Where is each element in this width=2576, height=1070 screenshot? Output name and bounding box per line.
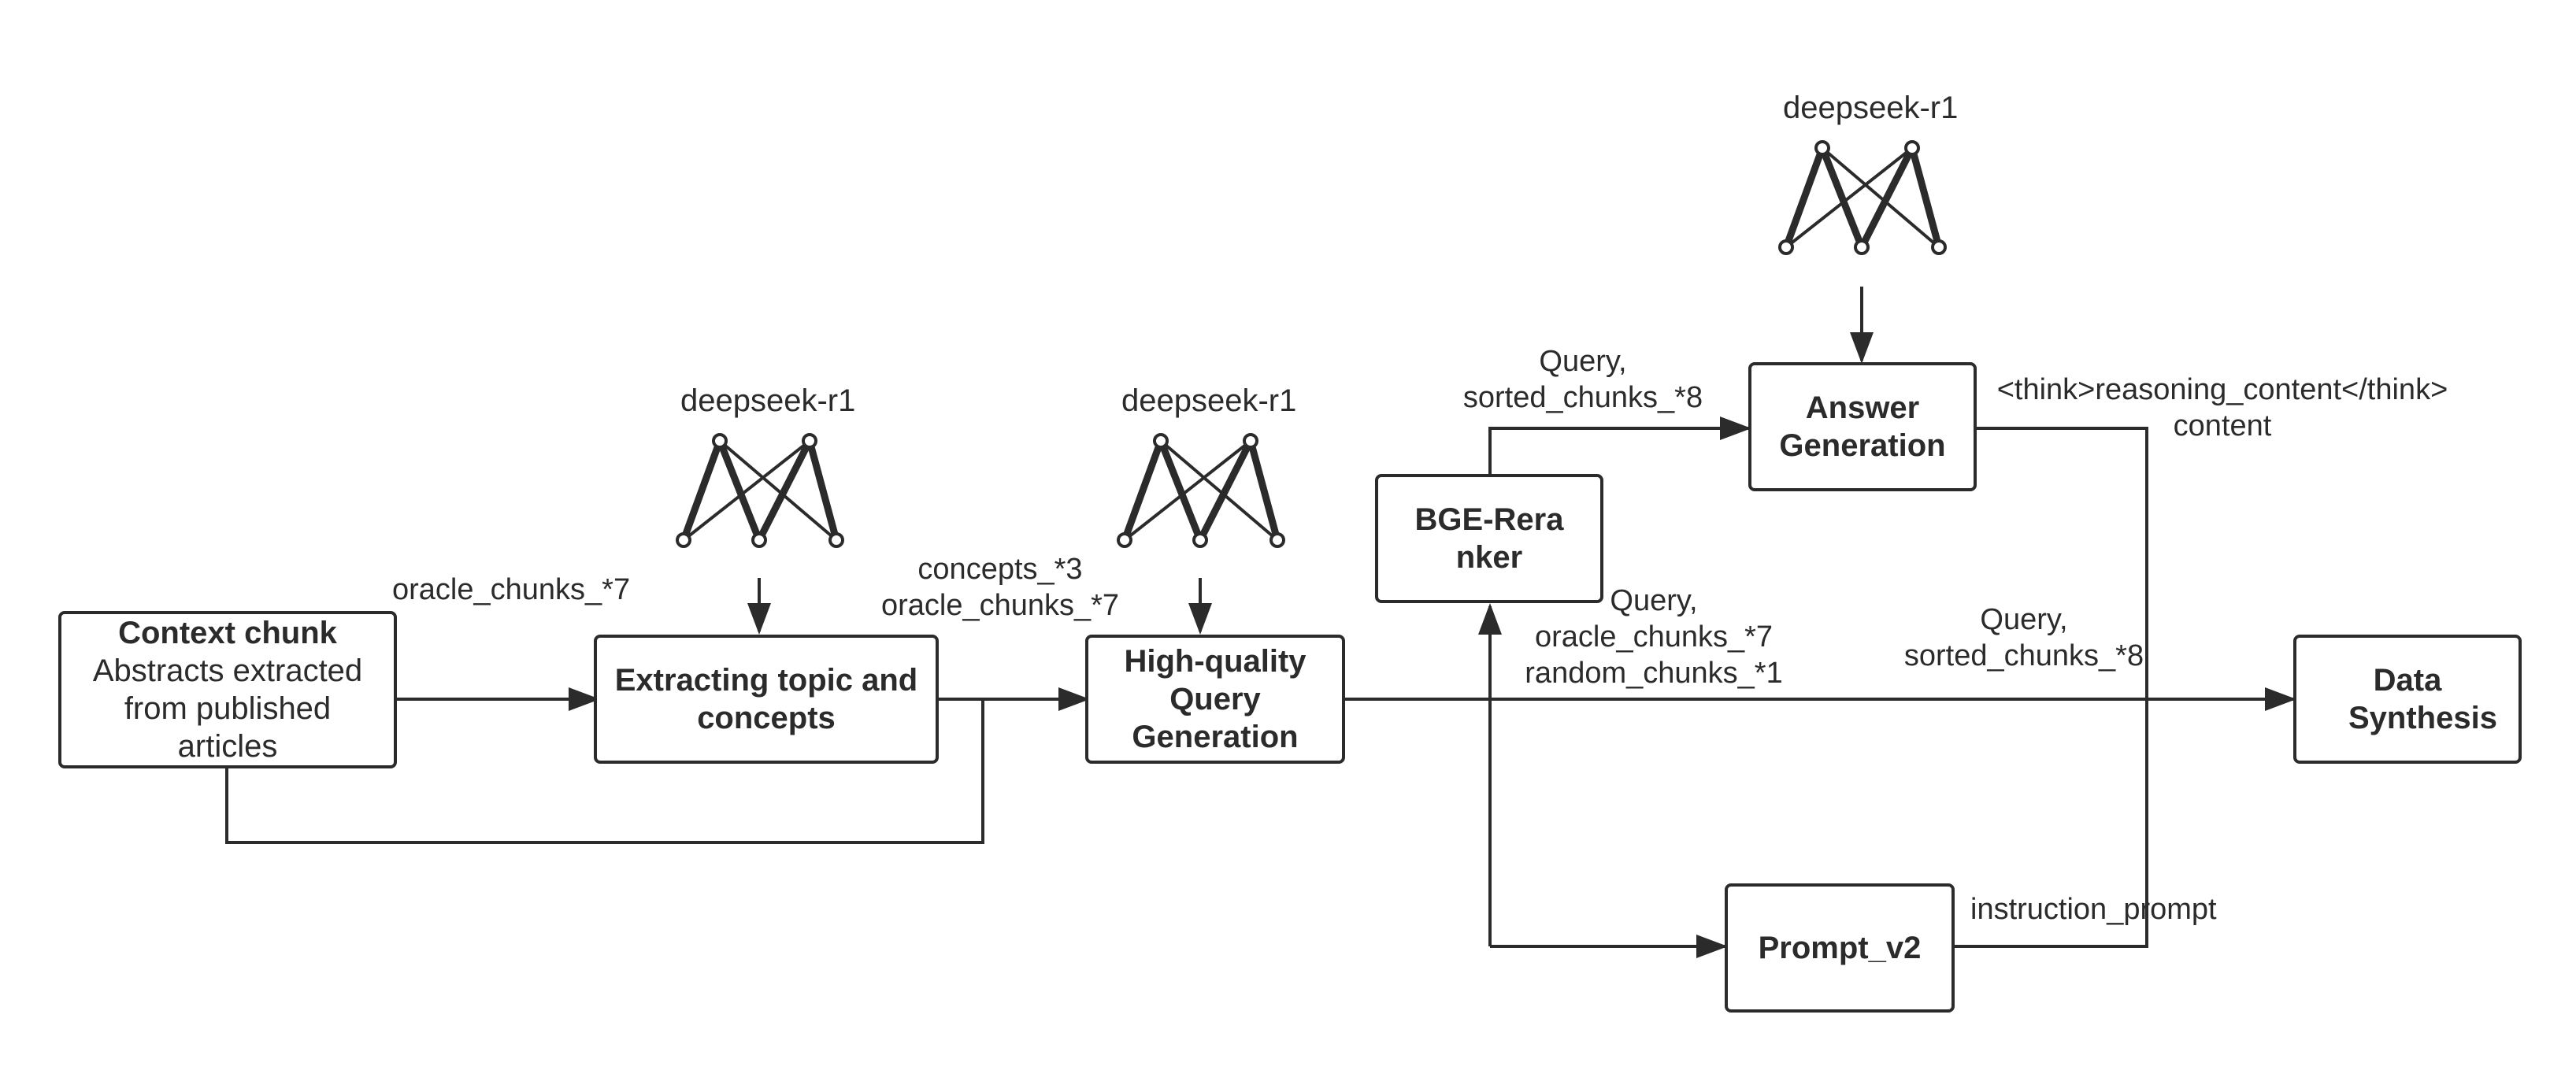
edge-label-rerank-input-line1: Query, [1610, 584, 1698, 617]
network-edge [1159, 439, 1279, 542]
network-node [1931, 239, 1947, 255]
network-edge [1818, 144, 1866, 251]
extract-topic-box[interactable]: Extracting topic and concepts [594, 635, 939, 764]
edge-label-to-synthesis: Query, sorted_chunks_*8 [1882, 602, 2166, 674]
network-edge [1821, 146, 1940, 249]
neural-network-icon [1778, 140, 1947, 255]
network-edge [718, 439, 838, 542]
network-edge [1196, 437, 1255, 544]
network-node [1778, 239, 1794, 255]
answer-generation-title: Answer Generation [1779, 391, 1946, 463]
neural-network-icon [1117, 433, 1285, 548]
data-synthesis-box[interactable]: Data Synthesis [2293, 635, 2522, 764]
edge-label-instruction: instruction_prompt [1970, 893, 2217, 926]
network-node [1854, 239, 1870, 255]
edge-label-answer-output-line2: content [2173, 409, 2272, 442]
network-node [1192, 532, 1208, 548]
edge-context-bypass [225, 699, 984, 844]
extract-topic-title: Extracting topic and concepts [614, 663, 918, 735]
edge-label-to-answer-line1: Query, [1539, 345, 1627, 378]
context-chunk-box[interactable]: Context chunk Abstracts extracted from p… [58, 611, 397, 768]
model-label-answer: deepseek-r1 [1783, 91, 1959, 125]
answer-generation-box[interactable]: Answer Generation [1748, 362, 1977, 491]
network-edge [680, 437, 724, 544]
network-node [1243, 433, 1258, 449]
prompt-v2-box[interactable]: Prompt_v2 [1725, 883, 1955, 1013]
edge-answer-prompt-merge [1955, 427, 2148, 948]
edge-label-rerank-input-line2: oracle_chunks_*7 [1534, 620, 1774, 653]
edge-label-oracle-chunks: oracle_chunks_*7 [392, 573, 631, 606]
network-edge [1908, 144, 1943, 251]
edge-label-concepts-line2: oracle_chunks_*7 [880, 589, 1120, 622]
network-edge [1157, 437, 1204, 544]
network-edge [1121, 437, 1165, 544]
network-node [676, 532, 691, 548]
network-edge [1247, 437, 1281, 544]
network-edge [806, 437, 840, 544]
network-edge [682, 439, 811, 542]
bge-reranker-title: BGE-Reranker [1414, 502, 1564, 575]
network-node [1153, 433, 1169, 449]
network-edge [716, 437, 763, 544]
network-edge [1123, 439, 1252, 542]
data-synthesis-title: Data Synthesis [2348, 663, 2497, 735]
edge-label-to-answer-line2: sorted_chunks_*8 [1462, 381, 1703, 414]
neural-network-icon [676, 433, 844, 548]
network-edge [1785, 146, 1914, 249]
bge-reranker-box[interactable]: BGE-Reranker [1375, 474, 1603, 603]
network-node [751, 532, 767, 548]
network-edge [1858, 144, 1916, 251]
network-node [802, 433, 817, 449]
edge-label-to-synthesis-line2: sorted_chunks_*8 [1903, 639, 2144, 672]
model-label-query: deepseek-r1 [1121, 383, 1297, 418]
query-generation-title: High-quality Query Generation [1124, 644, 1307, 754]
network-edge [755, 437, 814, 544]
network-node [712, 433, 728, 449]
edge-label-rerank-input-line3: random_chunks_*1 [1525, 657, 1783, 690]
edge-label-answer-output-line1: <think>reasoning_content</think> [1996, 373, 2448, 406]
context-chunk-title: Context chunk [118, 616, 337, 650]
edge-label-concepts-line1: concepts_*3 [917, 553, 1083, 586]
edge-label-concepts: concepts_*3 oracle_chunks_*7 [874, 551, 1126, 624]
network-node [1904, 140, 1920, 156]
edge-label-rerank-input: Query, oracle_chunks_*7 random_chunks_*1 [1512, 583, 1796, 691]
edge-label-answer-output: <think>reasoning_content</think> content [1978, 372, 2467, 444]
connectors [225, 287, 2296, 958]
network-node [828, 532, 844, 548]
edge-label-to-answer: Query, sorted_chunks_*8 [1441, 343, 1725, 416]
network-edge [1782, 144, 1826, 251]
edge-label-to-synthesis-line1: Query, [1980, 603, 2068, 636]
network-node [1814, 140, 1830, 156]
context-chunk-subtitle: Abstracts extracted from published artic… [92, 653, 363, 764]
prompt-v2-title: Prompt_v2 [1758, 931, 1922, 965]
network-node [1269, 532, 1285, 548]
edge-reranker-to-answer [1488, 417, 1751, 474]
network-node [1117, 532, 1132, 548]
model-label-extract: deepseek-r1 [680, 383, 856, 418]
query-generation-box[interactable]: High-quality Query Generation [1085, 635, 1345, 764]
